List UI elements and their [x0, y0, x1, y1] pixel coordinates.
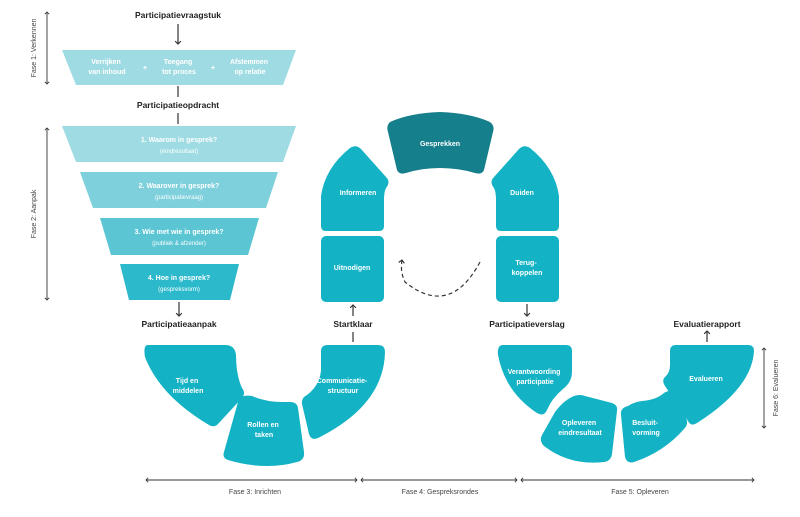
funnel-step-3-sub: (publiek & afzender)	[152, 241, 206, 247]
inrichten-tijd-segment	[144, 345, 244, 427]
opleveren-verantwoording-segment	[497, 345, 572, 415]
funnel-step-1-title: 1. Waarom in gesprek?	[141, 137, 217, 144]
opleveren-eindresultaat-label: Opleveren eindresultaat	[558, 420, 602, 437]
evaluatierapport-label: Evaluatierapport	[673, 319, 740, 329]
funnel-step-2	[80, 172, 278, 208]
fase1-label: Fase 1: Verkennen	[31, 19, 38, 78]
ronde-uitnodigen-label: Uitnodigen	[334, 265, 371, 272]
participatieaanpak-label: Participatieaanpak	[141, 319, 216, 329]
opleveren-evalueren-label: Evalueren	[689, 376, 722, 383]
ronde-terugkoppelen-segment	[496, 236, 559, 302]
ronde-informeren-segment	[321, 146, 389, 231]
startklaar-label: Startklaar	[333, 319, 373, 329]
phase1-plus-2: +	[211, 65, 215, 72]
inrichten-rollen-segment	[223, 395, 305, 467]
funnel-step-1	[62, 126, 296, 162]
funnel-step-4	[120, 264, 239, 300]
ronde-uitnodigen-segment	[321, 236, 384, 302]
fase2-label: Fase 2: Aanpak	[31, 189, 38, 238]
participatievraagstuk-label: Participatievraagstuk	[135, 10, 221, 20]
ronde-duiden-segment	[491, 146, 559, 231]
fase6-label: Fase 6: Evalueren	[773, 359, 780, 416]
inrichten-tijd-label: Tijd en middelen	[173, 378, 204, 395]
fase5-label: Fase 5: Opleveren	[611, 489, 669, 496]
funnel-step-4-sub: (gespreksvorm)	[158, 287, 200, 293]
funnel-step-1-sub: (eindresultaat)	[160, 149, 198, 155]
opleveren-eindresultaat-segment	[540, 395, 618, 463]
fase4-label: Fase 4: Gespreksrondes	[402, 489, 479, 496]
ronde-informeren-label: Informeren	[340, 190, 377, 197]
opleveren-verantwoording-label: Verantwoording participatie	[508, 369, 563, 386]
fase3-label: Fase 3: Inrichten	[229, 489, 281, 496]
funnel-step-3-title: 3. Wie met wie in gesprek?	[134, 229, 223, 236]
opleveren-evalueren-segment	[663, 345, 754, 425]
opleveren-besluit-segment	[620, 391, 688, 463]
phase1-item-afstemmen: Afstemmen op relatie	[230, 59, 270, 76]
participatieverslag-label: Participatieverslag	[489, 319, 565, 329]
ronde-terugkoppelen-label: Terug- koppelen	[512, 260, 543, 277]
funnel-step-4-title: 4. Hoe in gesprek?	[148, 275, 210, 282]
opleveren-besluit-label: Besluit- vorming	[632, 420, 660, 437]
dashed-cycle-arrow	[398, 259, 481, 297]
phase1-bar	[62, 50, 296, 85]
inrichten-communicatie-segment	[301, 345, 385, 439]
funnel-step-2-title: 2. Waarover in gesprek?	[139, 183, 220, 190]
ronde-duiden-label: Duiden	[510, 190, 534, 197]
ronde-gesprekken-label: Gesprekken	[420, 141, 460, 148]
funnel-step-2-sub: (participatievraag)	[155, 195, 203, 201]
participatieopdracht-label: Participatieopdracht	[137, 100, 219, 110]
phase1-plus-1: +	[143, 65, 147, 72]
inrichten-rollen-label: Rollen en taken	[247, 422, 280, 439]
phase1-item-toegang: Toegang tot proces	[162, 59, 196, 76]
ronde-gesprekken-segment	[387, 112, 494, 174]
funnel-step-3	[100, 218, 259, 255]
inrichten-communicatie-label: Communicatie- structuur	[317, 378, 370, 395]
phase1-item-verrijken: Verrijken van inhoud	[88, 59, 125, 76]
